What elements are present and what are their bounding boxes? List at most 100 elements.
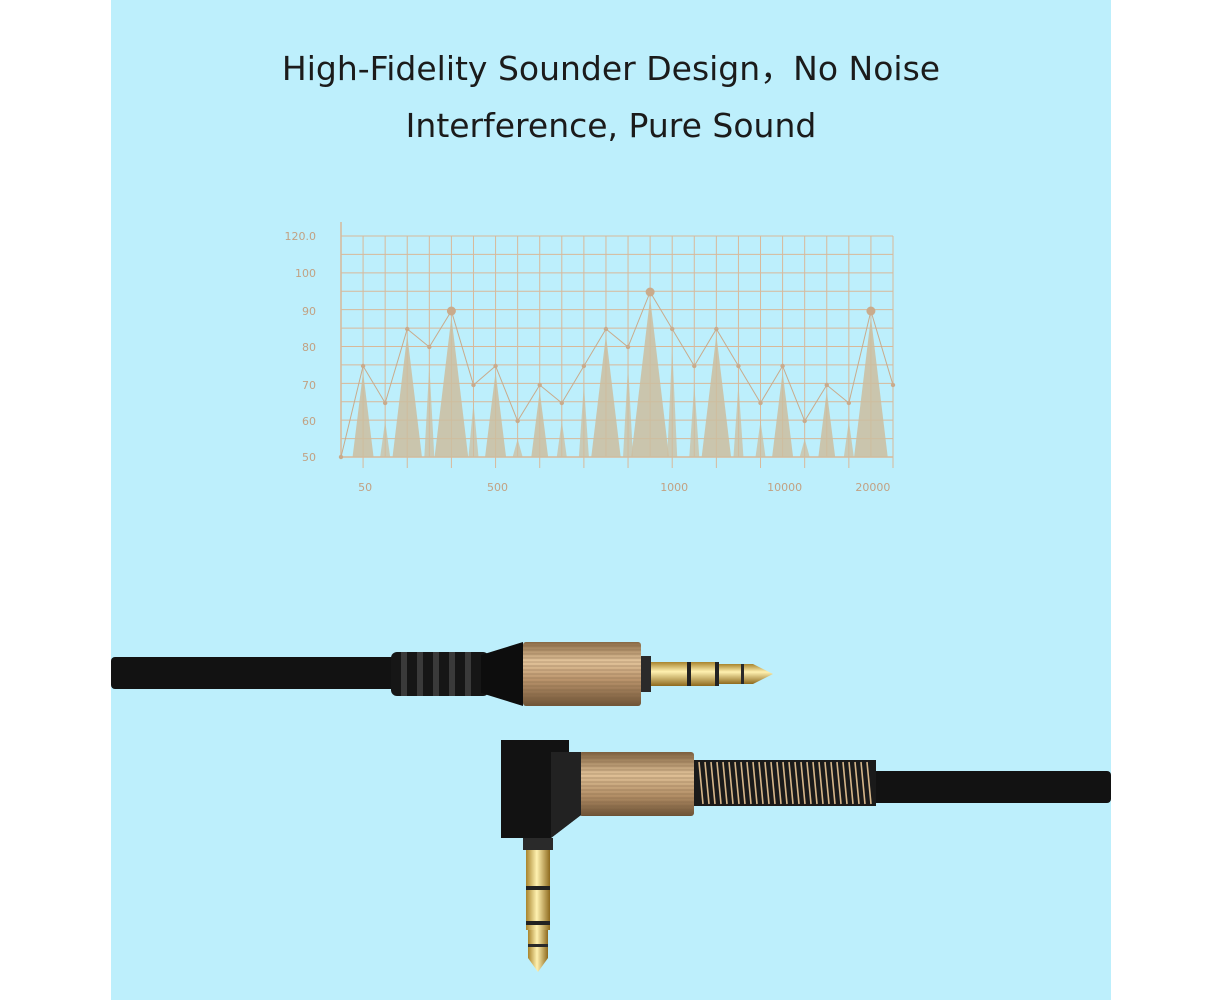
x-tick-label: 1000 xyxy=(660,481,688,494)
data-point xyxy=(493,363,498,369)
chart-line xyxy=(338,287,896,460)
spring-coil xyxy=(782,761,788,805)
frequency-response-chart: 120.0 100 90 80 70 60 50 50 500 1000 10000 20000 xyxy=(285,222,896,494)
data-point xyxy=(824,382,829,388)
spring-coil xyxy=(716,761,722,805)
spring-coil xyxy=(836,761,842,805)
data-point xyxy=(559,400,564,406)
peak-mark xyxy=(631,298,670,457)
spring-coil xyxy=(752,761,758,805)
data-point xyxy=(692,363,697,369)
spring-coil xyxy=(806,761,812,805)
spring-coil xyxy=(800,761,806,805)
peak-mark xyxy=(701,335,732,457)
peak-mark xyxy=(733,384,744,457)
peak-mark xyxy=(380,421,391,457)
peak-mark xyxy=(424,365,435,457)
spring-coil xyxy=(830,761,836,805)
x-tick-label: 500 xyxy=(487,481,508,494)
spring-coil xyxy=(698,761,704,805)
y-tick-label: 120.0 xyxy=(285,230,317,243)
chart-y-ticks: 120.0 100 90 80 70 60 50 xyxy=(285,230,317,464)
data-point xyxy=(645,287,655,297)
headline-line-2: Interference, Pure Sound xyxy=(405,106,817,145)
data-point xyxy=(471,382,476,388)
y-tick-label: 80 xyxy=(302,341,316,354)
spring-coil xyxy=(758,761,764,805)
spring-coil xyxy=(722,761,728,805)
spring-coil xyxy=(860,761,866,805)
data-point xyxy=(670,326,675,332)
data-point xyxy=(382,400,388,406)
spring-coil xyxy=(770,761,776,805)
series-line xyxy=(340,290,894,458)
data-point xyxy=(866,306,876,316)
spring-coil xyxy=(812,761,818,805)
spring-coil xyxy=(776,761,782,805)
data-point xyxy=(780,363,785,369)
strain-relief-ribs xyxy=(401,652,471,696)
angled-plug xyxy=(501,740,1111,972)
chart-peaks xyxy=(352,298,888,457)
data-point xyxy=(446,306,456,316)
data-point xyxy=(427,344,432,350)
spring-coil xyxy=(794,761,800,805)
spring-coil xyxy=(704,761,710,805)
peak-mark xyxy=(531,391,549,457)
headline-line-1: High-Fidelity Sounder Design，No Noise xyxy=(281,49,941,88)
data-point xyxy=(714,326,719,332)
data-point xyxy=(758,400,763,406)
jack-tip-left xyxy=(719,664,773,684)
peak-mark xyxy=(772,372,794,457)
x-tick-label: 10000 xyxy=(767,481,802,494)
peak-mark xyxy=(512,439,523,457)
spring-coil xyxy=(824,761,830,805)
peak-mark xyxy=(434,317,469,457)
peak-mark xyxy=(591,335,621,457)
straight-plug xyxy=(111,642,773,706)
product-banner: High-Fidelity Sounder Design，No Noise In… xyxy=(111,0,1111,1000)
data-point xyxy=(603,326,609,332)
spring-coils xyxy=(698,761,872,805)
strain-relief-left xyxy=(391,652,489,696)
data-point xyxy=(581,363,587,369)
y-tick-label: 100 xyxy=(295,267,316,280)
spring-coil xyxy=(740,761,746,805)
x-tick-label: 50 xyxy=(358,481,372,494)
peak-mark xyxy=(623,365,634,457)
data-point xyxy=(537,382,542,388)
data-point xyxy=(802,418,807,424)
peak-mark xyxy=(818,391,836,457)
jack-tip-right xyxy=(528,930,548,972)
x-tick-label: 20000 xyxy=(855,481,890,494)
y-tick-label: 90 xyxy=(302,305,316,318)
spring-coil xyxy=(842,761,848,805)
peak-mark xyxy=(556,421,567,457)
peak-mark xyxy=(843,421,854,457)
data-point xyxy=(736,363,741,369)
data-point xyxy=(360,363,366,369)
spring-coil xyxy=(764,761,770,805)
jack-pin-left xyxy=(651,662,719,686)
y-tick-label: 50 xyxy=(302,451,316,464)
spring-coil xyxy=(854,761,860,805)
spring-coil xyxy=(818,761,824,805)
data-point xyxy=(338,454,344,460)
peak-mark xyxy=(667,347,678,457)
data-point xyxy=(515,418,520,424)
chart-x-ticks: 50 500 1000 10000 20000 xyxy=(358,481,890,494)
cable-left xyxy=(111,657,401,689)
data-point xyxy=(625,344,631,350)
peak-mark xyxy=(468,403,479,457)
peak-mark xyxy=(485,372,507,457)
peak-mark xyxy=(352,372,374,457)
y-tick-label: 60 xyxy=(302,415,316,428)
spring-coil xyxy=(728,761,734,805)
data-point xyxy=(405,326,410,332)
peak-mark xyxy=(689,384,700,457)
spring-coil xyxy=(734,761,740,805)
spring-coil xyxy=(788,761,794,805)
peak-mark xyxy=(392,335,422,457)
y-tick-label: 70 xyxy=(302,379,316,392)
peak-mark xyxy=(854,317,888,457)
